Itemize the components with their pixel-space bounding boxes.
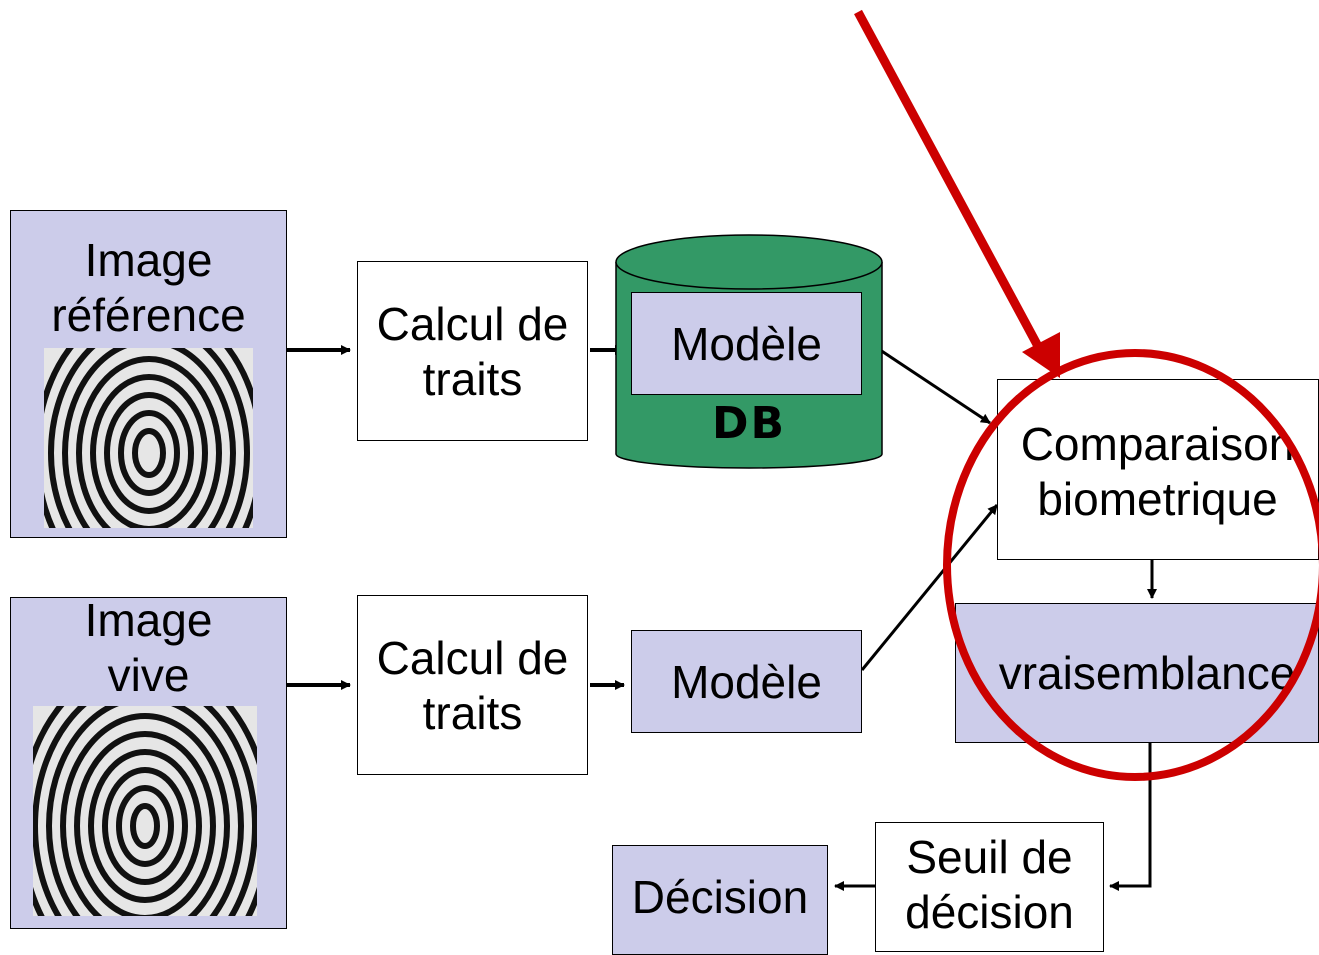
likelihood-label: vraisemblance (998, 647, 1296, 699)
threshold-label: Seuil de décision (905, 831, 1074, 938)
arrow-model-db-to-comparison (861, 336, 991, 425)
feature-calc-bottom-label: Calcul de traits (376, 632, 569, 739)
feature-calc-top-box: Calcul de traits (357, 261, 588, 441)
threshold-box: Seuil de décision (875, 822, 1104, 952)
model-live-box: Modèle (631, 630, 862, 733)
model-live-label: Modèle (671, 656, 822, 708)
model-db-label: Modèle (671, 318, 822, 370)
live-image-box: Image vive (10, 594, 287, 929)
live-image-label: Image vive (84, 594, 213, 701)
decision-box: Décision (612, 845, 828, 955)
model-db-box: Modèle (631, 292, 862, 395)
comparison-label: Comparaison biometrique (1020, 418, 1295, 525)
fingerprint-icon (33, 706, 257, 916)
decision-label: Décision (631, 871, 809, 923)
arrow-likelihood-to-threshold (1109, 743, 1152, 891)
highlight-arrow-head (1022, 332, 1060, 378)
feature-calc-top-label: Calcul de traits (376, 298, 569, 405)
highlight-circle (943, 349, 1319, 781)
feature-calc-bottom-box: Calcul de traits (357, 595, 588, 775)
arrow-model-live-to-comparison (860, 504, 999, 671)
db-label: DB (711, 398, 787, 449)
reference-image-box: Image référence (10, 210, 287, 538)
reference-image-label: Image référence (51, 234, 246, 341)
highlight-arrow-shaft (854, 9, 1044, 353)
fingerprint-icon (44, 348, 253, 528)
